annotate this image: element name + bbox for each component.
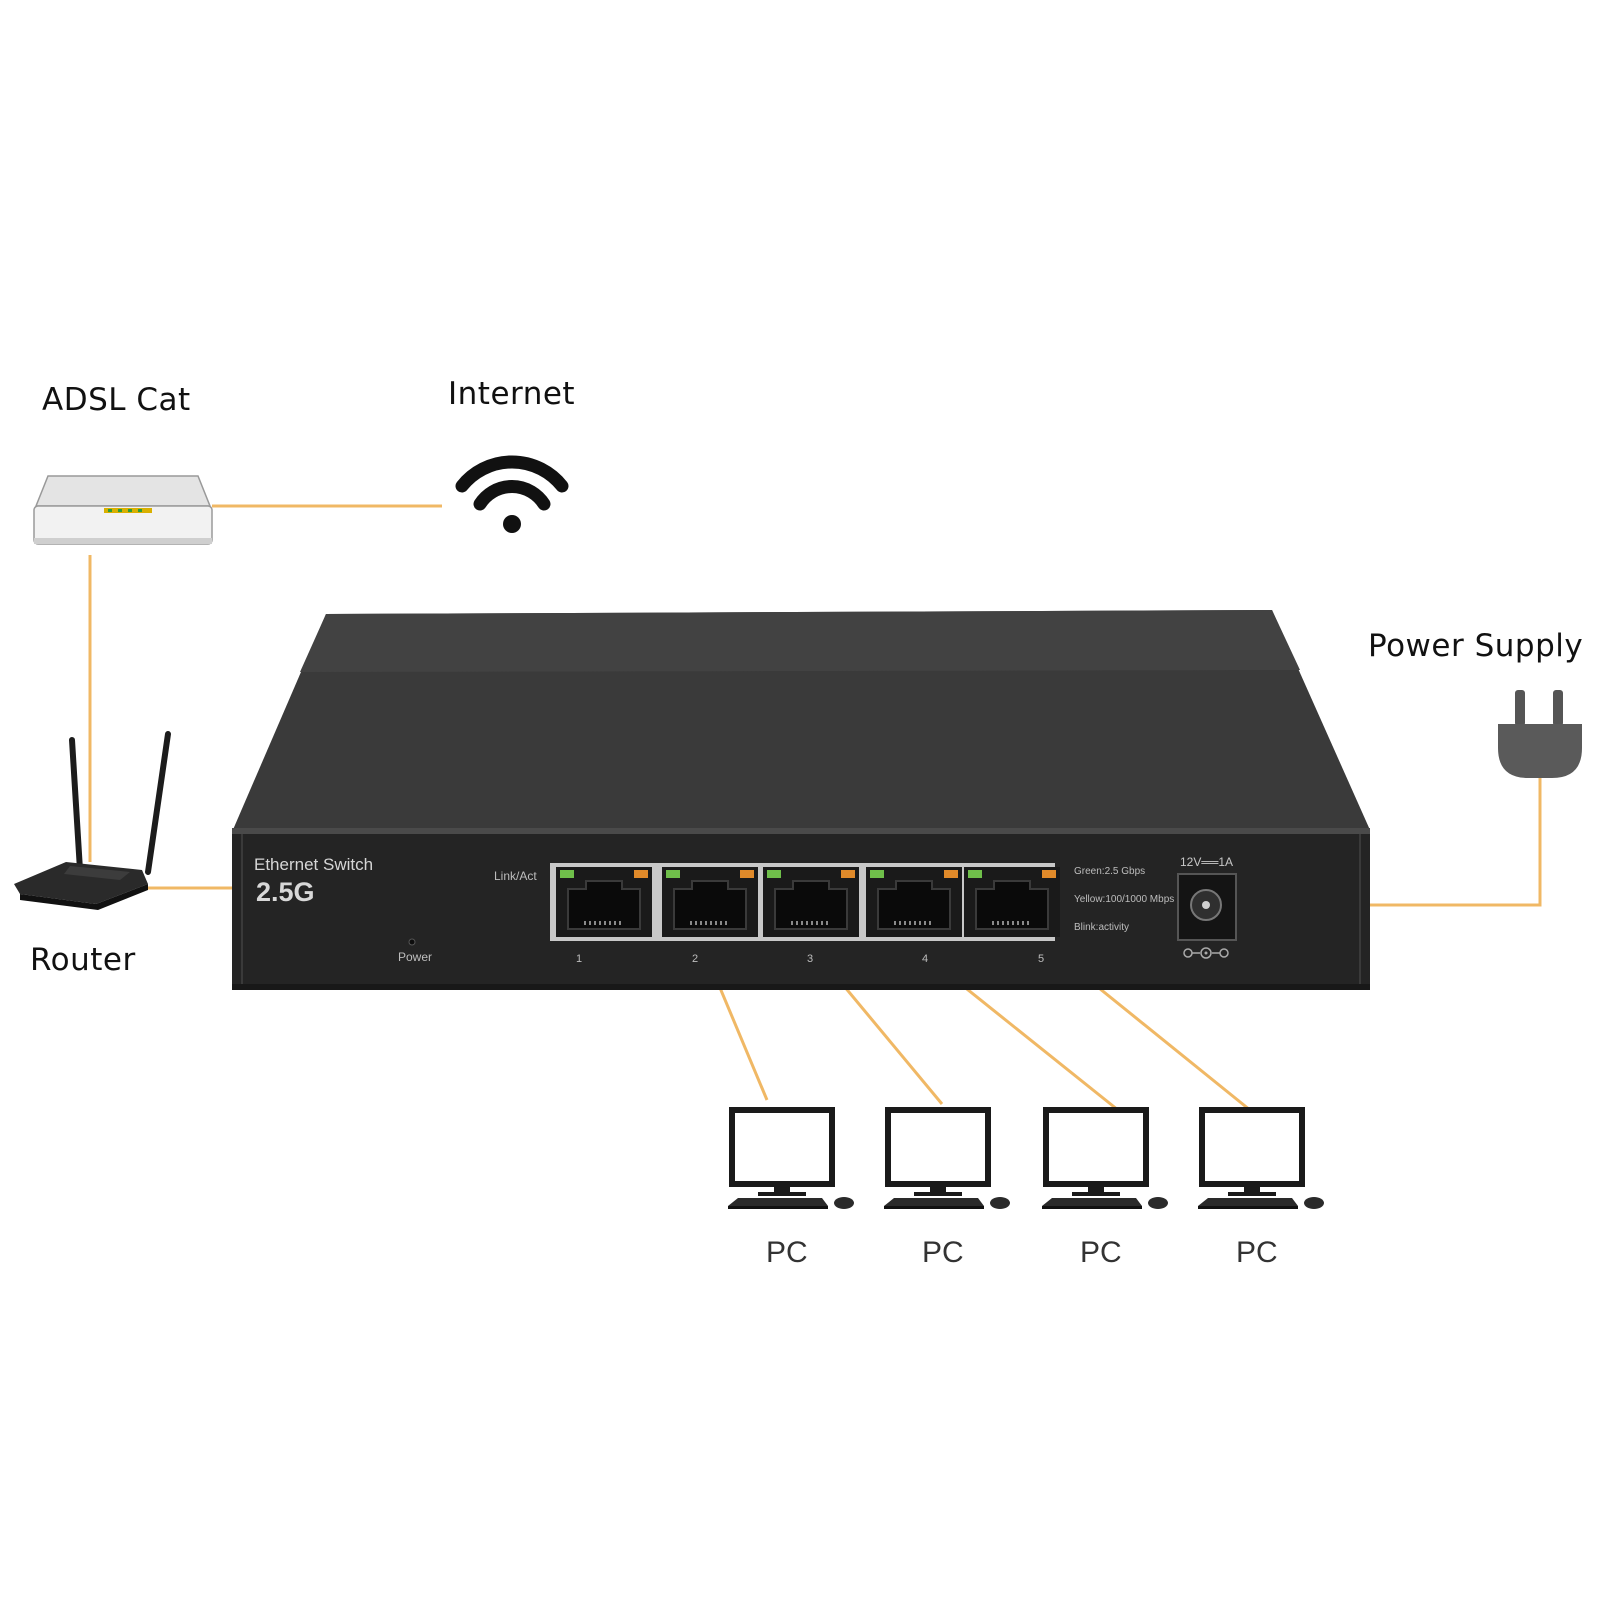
power-led xyxy=(408,938,416,946)
rj45-port-3 xyxy=(763,867,859,937)
switch-top-shade xyxy=(300,610,1300,672)
dc-rating: 12V══1A xyxy=(1180,855,1234,869)
legend-blink: Blink:activity xyxy=(1074,922,1130,933)
power-supply-label: Power Supply xyxy=(1368,628,1584,664)
port-number-5: 5 xyxy=(1038,953,1045,965)
switch-front-edge xyxy=(232,828,1370,834)
link-act-label: Link/Act xyxy=(494,869,537,883)
led-green xyxy=(870,870,884,878)
dc-jack-icon xyxy=(1177,873,1237,959)
pc-icon xyxy=(1198,1107,1324,1209)
rj45-port-2 xyxy=(662,867,758,937)
router-icon xyxy=(14,731,171,910)
led-green xyxy=(666,870,680,878)
led-orange xyxy=(944,870,958,878)
router-label: Router xyxy=(30,942,136,978)
switch-model: 2.5G xyxy=(256,877,315,907)
pc-icon xyxy=(728,1107,854,1209)
pc-label: PC xyxy=(1080,1236,1122,1269)
legend-yellow: Yellow:100/1000 Mbps xyxy=(1074,894,1175,905)
ethernet-switch xyxy=(232,610,1370,990)
led-orange xyxy=(740,870,754,878)
rj45-port-1 xyxy=(556,867,652,937)
switch-name: Ethernet Switch xyxy=(254,855,374,874)
power-led-label: Power xyxy=(398,950,433,964)
port-number-1: 1 xyxy=(576,953,583,965)
modem-icon xyxy=(33,475,213,545)
pc-group xyxy=(728,1107,1324,1209)
led-green xyxy=(560,870,574,878)
pc-label: PC xyxy=(766,1236,808,1269)
pc-icon xyxy=(884,1107,1010,1209)
rj45-port-5 xyxy=(964,867,1060,937)
port-number-2: 2 xyxy=(692,953,699,965)
internet-label: Internet xyxy=(448,376,576,412)
led-green xyxy=(968,870,982,878)
port-number-3: 3 xyxy=(807,953,814,965)
rj45-port-4 xyxy=(866,867,962,937)
led-orange xyxy=(634,870,648,878)
legend-green: Green:2.5 Gbps xyxy=(1074,866,1146,877)
led-green xyxy=(767,870,781,878)
pc-label: PC xyxy=(1236,1236,1278,1269)
plug-icon xyxy=(1498,690,1582,778)
wifi-icon xyxy=(455,455,569,533)
adsl-label: ADSL Cat xyxy=(42,382,191,418)
led-orange xyxy=(841,870,855,878)
pc-icon xyxy=(1042,1107,1168,1209)
switch-bottom-lip xyxy=(232,984,1370,990)
rj45-ports xyxy=(556,867,1060,937)
port-number-4: 4 xyxy=(922,953,929,965)
pc-label: PC xyxy=(922,1236,964,1269)
led-orange xyxy=(1042,870,1056,878)
